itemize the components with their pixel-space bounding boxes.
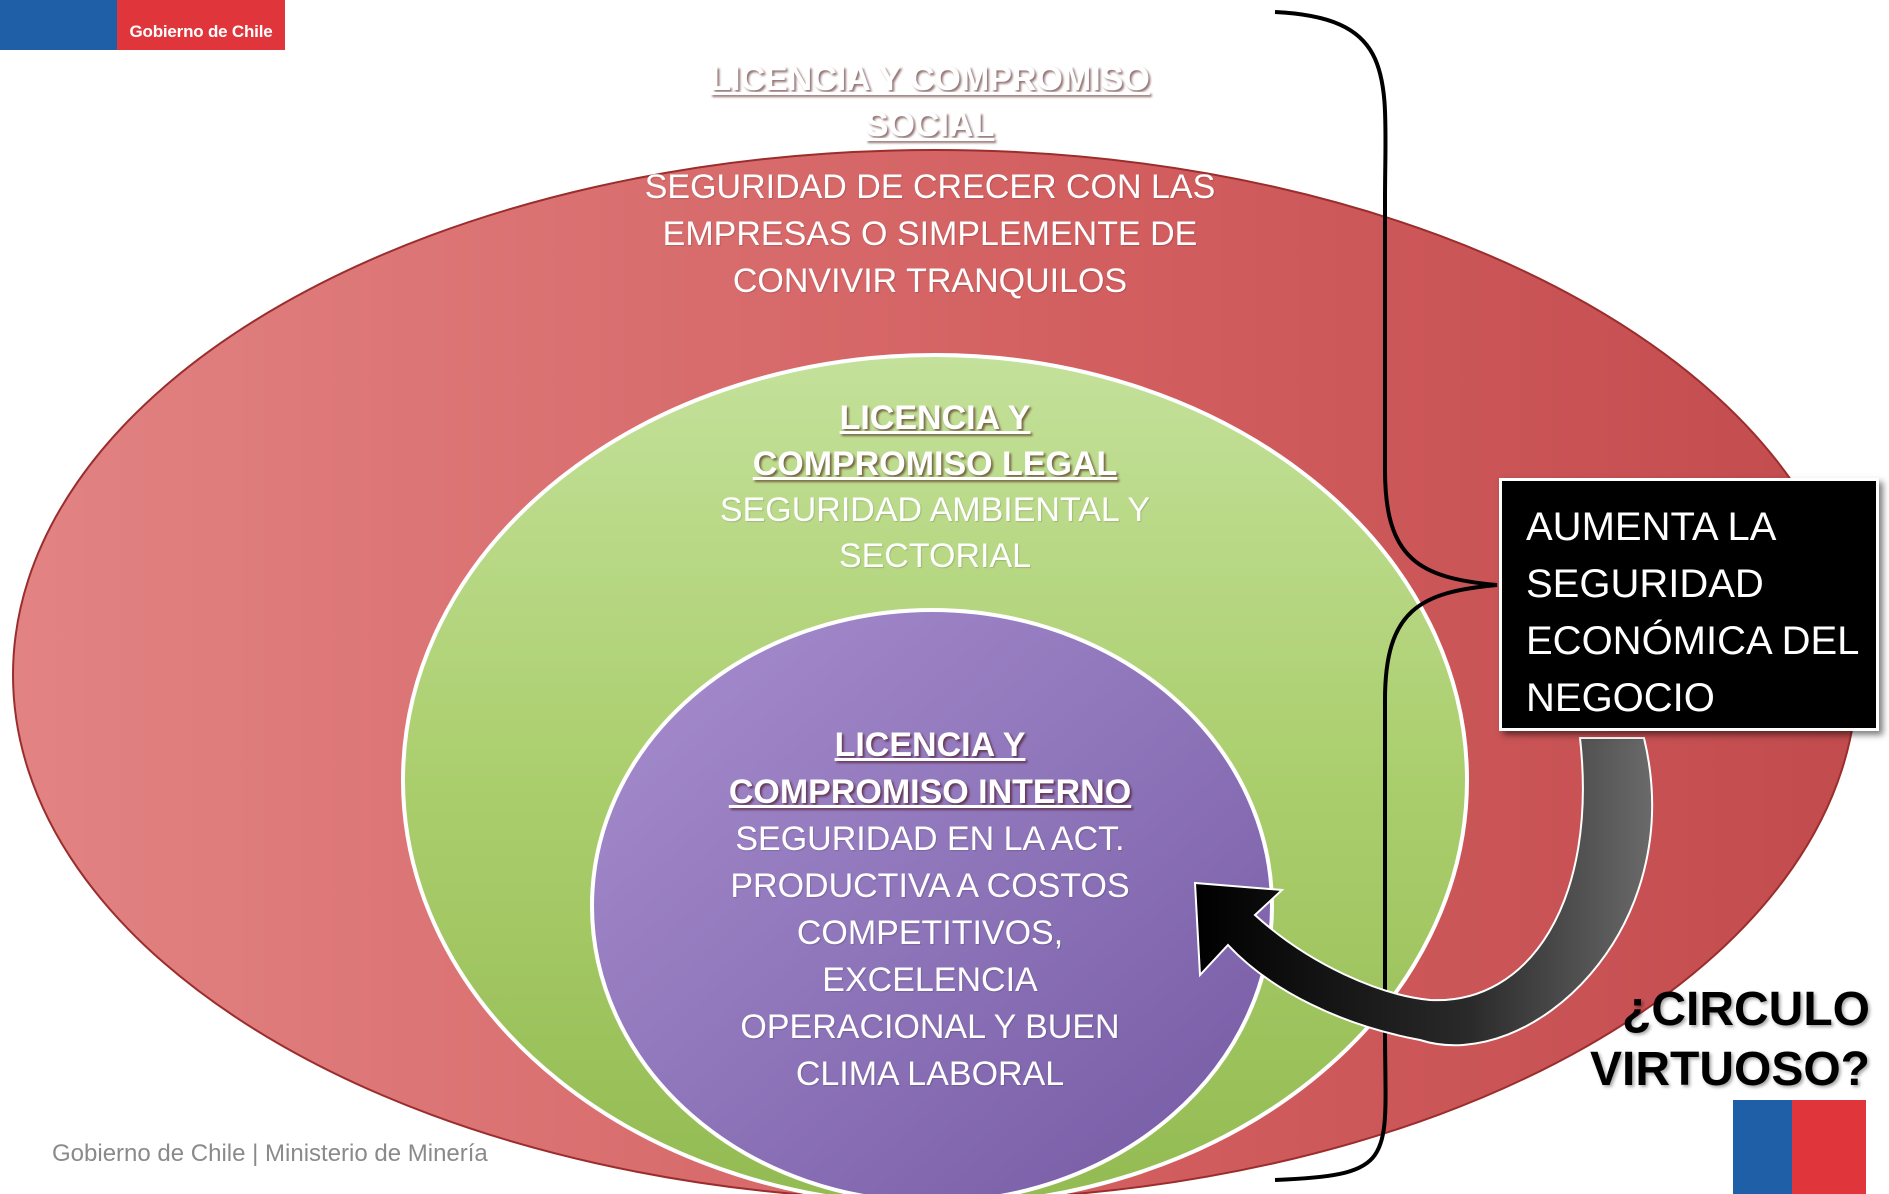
question-line2: VIRTUOSO? [1589,1043,1870,1096]
inner-body-line: OPERACIONAL Y BUEN [740,1008,1120,1046]
inner-ellipse [590,608,1274,1194]
middle-body-line: SECTORIAL [838,537,1032,575]
inner-title-line2: COMPROMISO INTERNO [728,773,1132,811]
inner-circle-text: LICENCIA Y COMPROMISO INTERNO SEGURIDAD … [650,722,1210,1098]
inner-body-line: COMPETITIVOS, [796,914,1064,952]
callout-line: NEGOCIO [1526,676,1715,720]
middle-title-line1: LICENCIA Y [839,399,1031,437]
flag-red-block [1792,1100,1866,1194]
question-line1: ¿CIRCULO [1622,983,1870,1036]
middle-body-line: SEGURIDAD AMBIENTAL Y [719,491,1151,529]
logo-blue-block [0,0,117,50]
middle-circle-text: LICENCIA Y COMPROMISO LEGAL SEGURIDAD AM… [680,395,1190,579]
callout-line: AUMENTA LA [1526,505,1777,549]
outer-body-line: SEGURIDAD DE CRECER CON LAS [644,168,1216,206]
outer-title-line2: SOCIAL [865,106,995,144]
question-text: ¿CIRCULO VIRTUOSO? [1480,980,1870,1100]
inner-body-line: CLIMA LABORAL [795,1055,1065,1093]
inner-body-line: EXCELENCIA [822,961,1038,999]
outer-circle-text: LICENCIA Y COMPROMISO SOCIAL SEGURIDAD D… [580,56,1280,305]
curved-arrow [1193,737,1654,1047]
middle-title-line2: COMPROMISO LEGAL [752,445,1118,483]
outer-body-line: CONVIVIR TRANQUILOS [732,262,1128,300]
callout-box: AUMENTA LA SEGURIDAD ECONÓMICA DEL NEGOC… [1499,478,1879,731]
logo-text: Gobierno de Chile [129,22,273,41]
inner-body-line: SEGURIDAD EN LA ACT. [735,820,1125,858]
brace-shape [1274,10,1498,1182]
inner-title-line1: LICENCIA Y [834,726,1026,764]
outer-body-line: EMPRESAS O SIMPLEMENTE DE [662,215,1198,253]
footer-text: Gobierno de Chile | Ministerio de Minerí… [52,1140,488,1167]
flag-blue-block [1733,1100,1792,1194]
callout-line: SEGURIDAD [1526,562,1764,606]
inner-body-line: PRODUCTIVA A COSTOS [730,867,1130,905]
callout-line: ECONÓMICA DEL [1526,619,1860,663]
outer-title-line1: LICENCIA Y COMPROMISO [710,60,1150,98]
logo-red-block [117,0,285,50]
